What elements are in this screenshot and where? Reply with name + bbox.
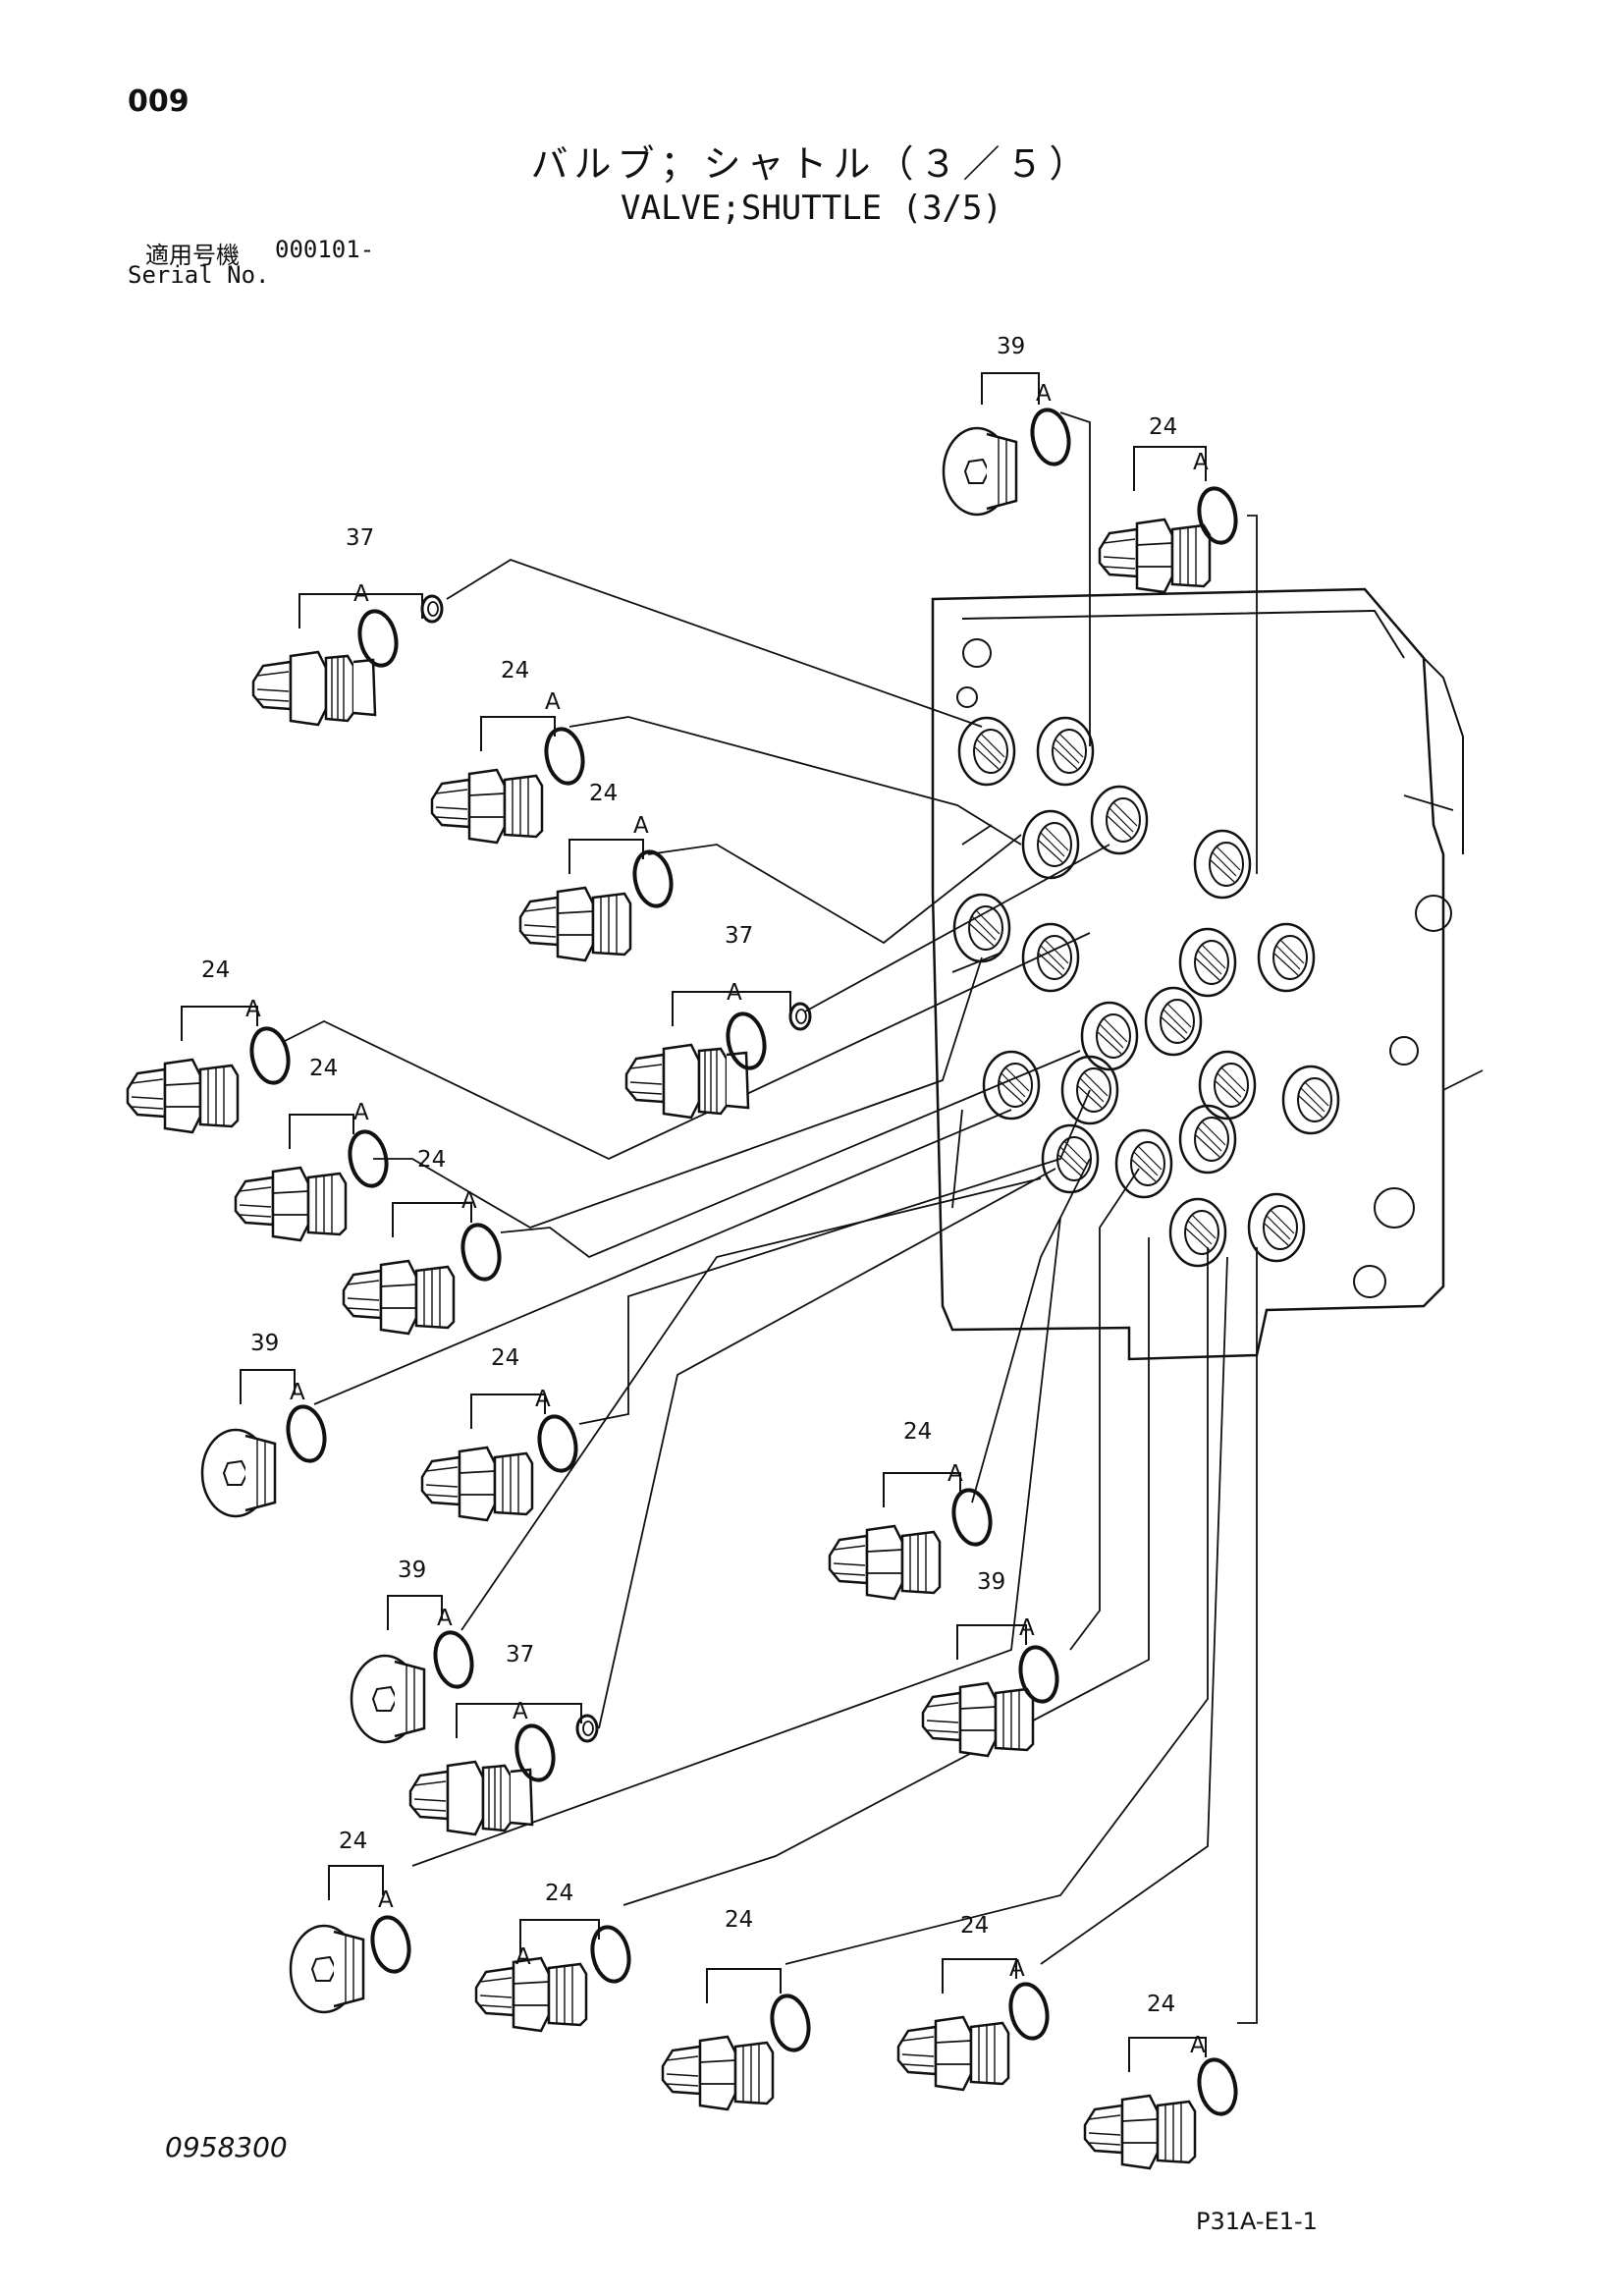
part-item-24-e: 24 A	[234, 1056, 394, 1242]
oring-marker: A	[535, 1387, 551, 1412]
part-item-24-a: 24 A	[1098, 414, 1243, 594]
part-item-24-c: 24 A	[518, 781, 678, 962]
callout-label: 24	[309, 1056, 338, 1081]
oring-marker: A	[633, 813, 649, 839]
oring-marker: A	[727, 980, 742, 1006]
oring-marker: A	[1019, 1615, 1035, 1641]
oring-marker: A	[1036, 381, 1052, 407]
serial-label-english: Serial No.	[128, 261, 270, 289]
callout-label: 24	[1149, 414, 1177, 440]
part-item-24-h: 24 A	[828, 1419, 998, 1601]
part-item-24-i: 39 A	[921, 1569, 1064, 1758]
callout-label: 39	[250, 1331, 279, 1356]
oring-marker: A	[1190, 2033, 1206, 2058]
part-item-37-c: 37 A	[408, 1642, 599, 1836]
callout-label: 24	[201, 957, 230, 983]
sheet-code: P31A-E1-1	[1196, 2208, 1318, 2235]
part-item-24-f: 24 A	[342, 1147, 507, 1336]
oring-marker: A	[513, 1699, 528, 1724]
oring-marker: A	[353, 1100, 369, 1125]
oring-marker: A	[1193, 450, 1209, 475]
drawing-number: 0958300	[165, 2131, 288, 2163]
oring-marker: A	[461, 1188, 477, 1214]
part-item-24-g: 24 A	[420, 1345, 583, 1522]
callout-label: 24	[903, 1419, 932, 1445]
part-item-24-l: 24 A	[896, 1913, 1055, 2092]
title-japanese: バルブ；シャトル（３／５）	[530, 142, 1093, 186]
part-item-39-b: 39 A	[350, 1558, 479, 1744]
part-item-24-j: 24 A	[474, 1881, 636, 2033]
part-item-39-c: 24 A	[289, 1829, 416, 2014]
oring-marker: A	[378, 1887, 394, 1913]
oring-marker: A	[1009, 1956, 1025, 1982]
callout-label: 24	[960, 1913, 989, 1939]
oring-marker: A	[947, 1461, 963, 1487]
part-item-39-top: 39 A	[942, 334, 1076, 517]
callout-label: 39	[977, 1569, 1005, 1595]
callout-label: 39	[997, 334, 1025, 359]
callout-label: 24	[491, 1345, 519, 1371]
oring-marker: A	[353, 581, 369, 607]
serial-label-japanese: 適用号機	[145, 242, 240, 269]
callout-label: 24	[417, 1147, 446, 1173]
page-number: 009	[128, 84, 189, 119]
callout-label: 24	[339, 1829, 367, 1854]
part-item-24-m: 24 A	[1083, 1992, 1243, 2170]
serial-value: 000101-	[275, 236, 375, 263]
shuttle-valve-body	[931, 587, 1484, 1361]
leader-lines	[284, 411, 1258, 2024]
part-item-24-k: 24	[661, 1907, 816, 2111]
callout-label: 37	[506, 1642, 534, 1667]
oring-marker: A	[437, 1606, 453, 1631]
callout-label: 37	[346, 525, 374, 551]
oring-marker: A	[545, 689, 561, 715]
oring-marker: A	[515, 1944, 531, 1970]
part-item-39-a: 39 A	[200, 1331, 332, 1518]
part-item-24-b: 24 A	[430, 658, 590, 845]
title-english: VALVE;SHUTTLE (3/5)	[621, 189, 1002, 228]
part-item-37-a: 37 A	[251, 525, 444, 727]
callout-label: 24	[501, 658, 529, 683]
callout-label: 24	[725, 1907, 753, 1933]
callout-label: 24	[545, 1881, 573, 1906]
callout-label: 24	[1147, 1992, 1175, 2017]
oring-marker: A	[290, 1380, 305, 1405]
callout-label: 37	[725, 923, 753, 949]
callout-label: 39	[398, 1558, 426, 1583]
oring-marker: A	[245, 997, 261, 1022]
part-item-37-b: 37 A	[624, 923, 812, 1120]
callout-label: 24	[589, 781, 618, 806]
part-item-24-d: 24 A	[126, 957, 296, 1134]
valve-port-group	[952, 716, 1340, 1268]
